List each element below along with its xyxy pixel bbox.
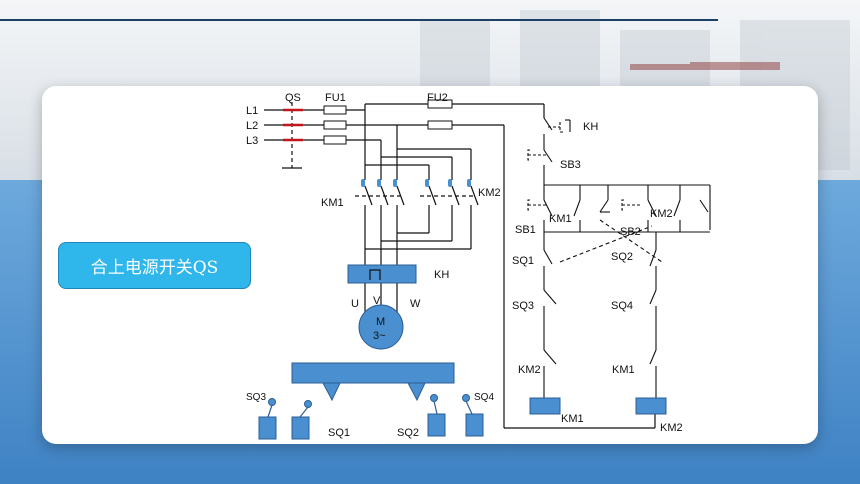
label-km2-main: KM2 <box>478 187 501 199</box>
kh-heater-icon <box>369 269 381 280</box>
label-qs: QS <box>285 92 301 104</box>
label-kh-contact: KH <box>583 121 598 133</box>
qs-switch <box>283 108 303 142</box>
label-sq1-ctrl: SQ1 <box>512 255 534 267</box>
label-km1-hold: KM1 <box>549 213 572 225</box>
label-l1: L1 <box>246 105 258 117</box>
label-sq2-switch: SQ2 <box>397 427 419 439</box>
control-circuit <box>527 117 711 398</box>
label-km1-interlock: KM1 <box>612 364 635 376</box>
label-l2: L2 <box>246 120 258 132</box>
label-fu1: FU1 <box>325 92 346 104</box>
label-km2-coil: KM2 <box>660 422 683 434</box>
label-km2-hold: KM2 <box>650 208 673 220</box>
label-u: U <box>351 298 359 310</box>
label-sb2: SB2 <box>620 226 641 238</box>
contact-arc-markers <box>361 179 471 187</box>
label-sq1-switch: SQ1 <box>328 427 350 439</box>
label-sb1: SB1 <box>515 224 536 236</box>
step-callout: 合上电源开关QS <box>58 242 251 289</box>
label-sq2-ctrl: SQ2 <box>611 251 633 263</box>
header-divider <box>0 19 718 21</box>
label-fu2: FU2 <box>427 92 448 104</box>
label-sq3-ctrl: SQ3 <box>512 300 534 312</box>
km1-coil <box>529 397 561 415</box>
label-v: V <box>373 295 381 307</box>
label-motor-m: M <box>376 316 385 328</box>
motor <box>358 304 404 350</box>
label-l3: L3 <box>246 135 258 147</box>
kh-relay <box>347 264 417 284</box>
limit-switches <box>258 394 484 440</box>
label-w: W <box>410 298 421 310</box>
label-km2-interlock: KM2 <box>518 364 541 376</box>
wires <box>264 102 656 429</box>
label-km1-coil: KM1 <box>561 413 584 425</box>
fuses <box>323 99 453 145</box>
label-sb3: SB3 <box>560 159 581 171</box>
label-motor-type: 3~ <box>373 330 386 342</box>
label-kh-relay: KH <box>434 269 449 281</box>
label-sq4-switch: SQ4 <box>474 392 494 403</box>
switch-arms <box>267 400 473 418</box>
label-sq4-ctrl: SQ4 <box>611 300 633 312</box>
main-contacts <box>364 185 479 206</box>
km2-coil <box>635 397 667 415</box>
label-km1-main: KM1 <box>321 197 344 209</box>
worktable <box>291 362 455 402</box>
label-sq3-switch: SQ3 <box>246 392 266 403</box>
